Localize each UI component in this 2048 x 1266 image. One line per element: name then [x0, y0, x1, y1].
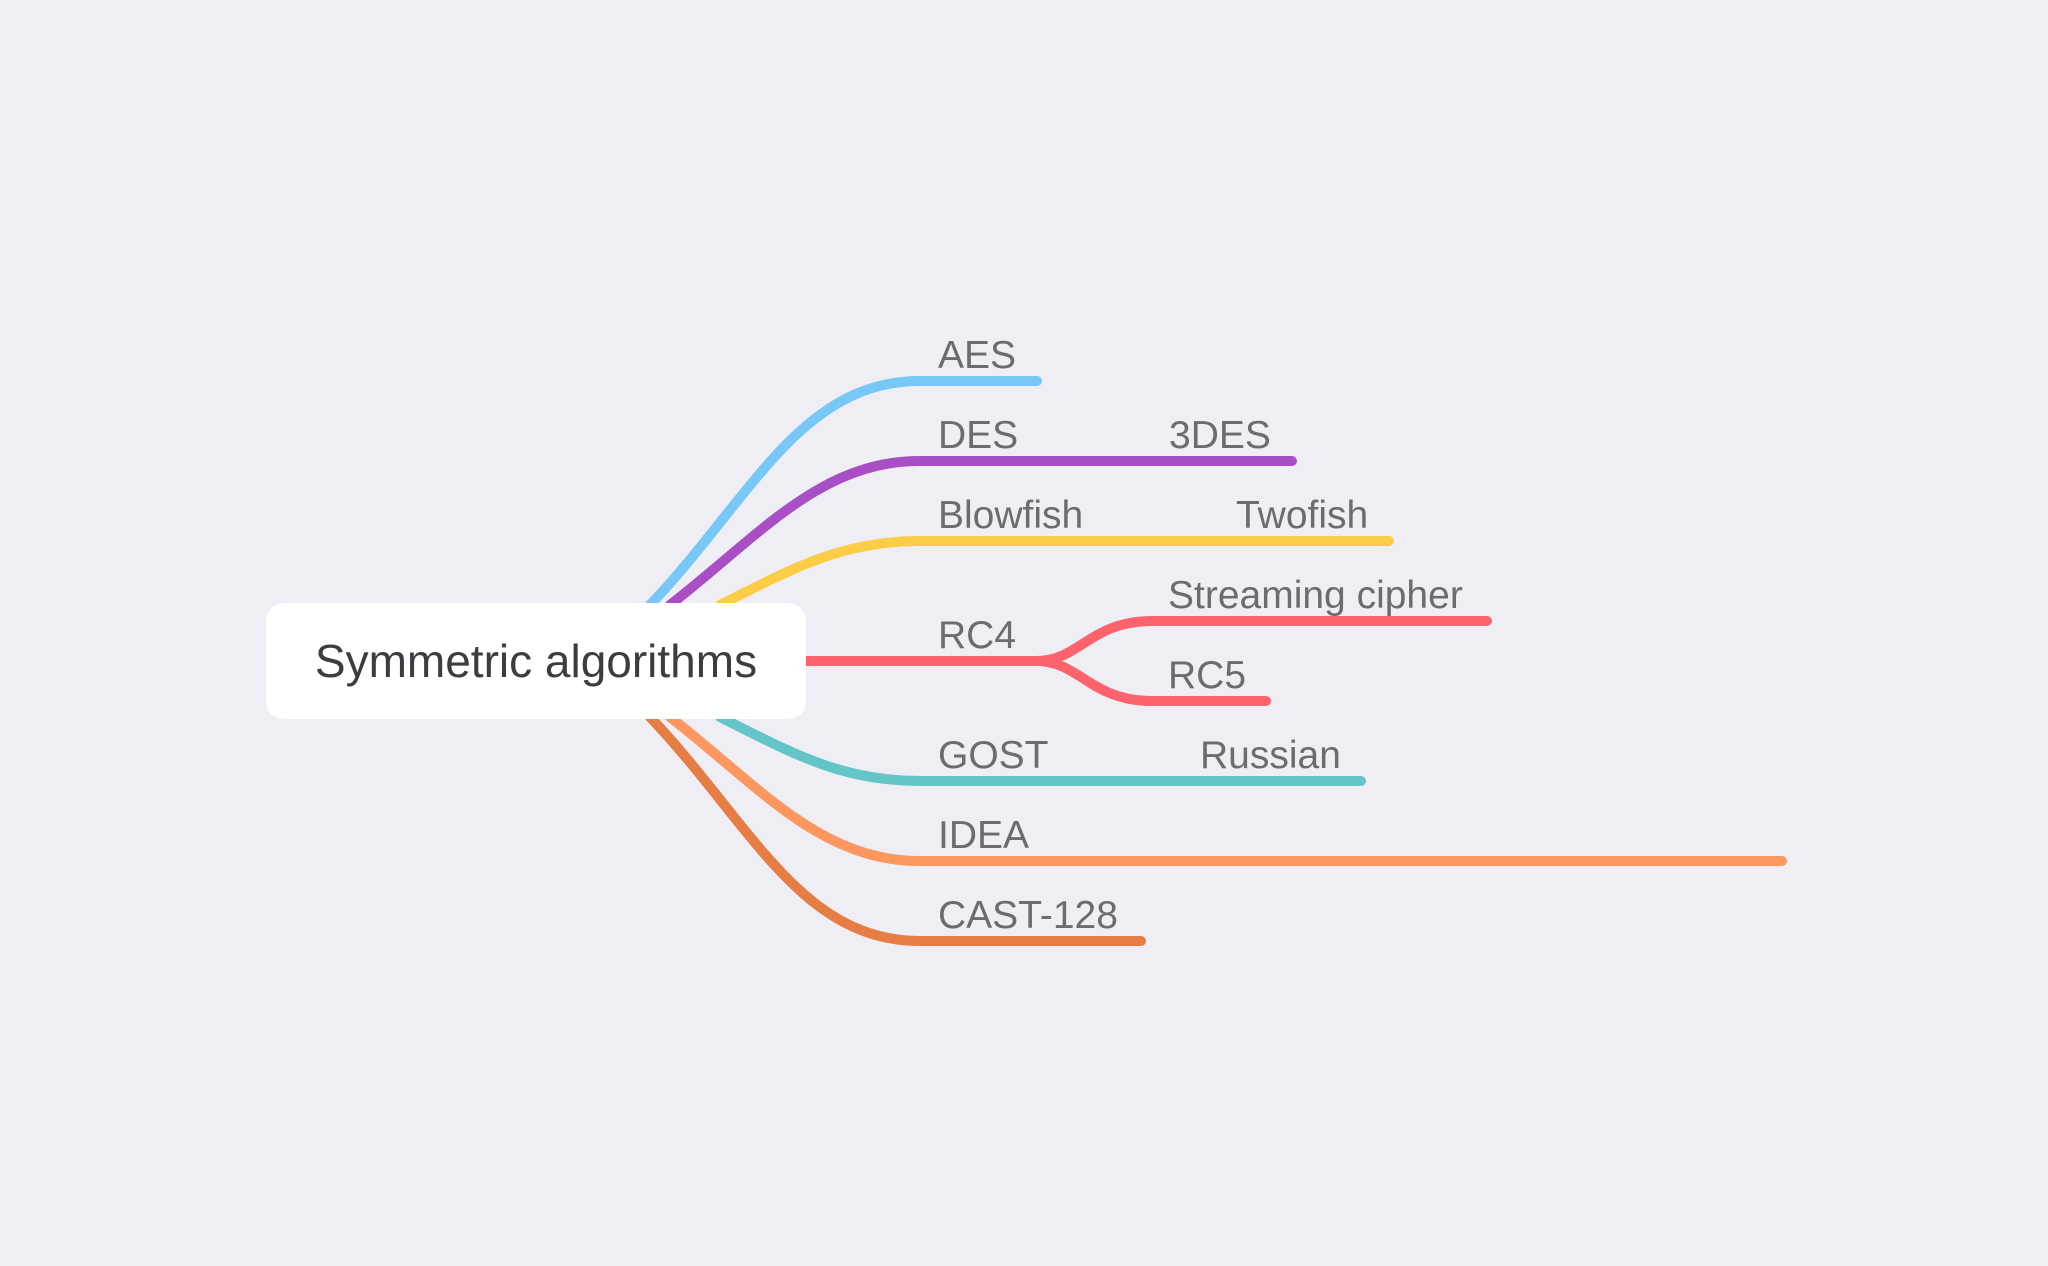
branch-label-idea[interactable]: IDEA — [938, 814, 1030, 857]
branch-label-blowfish[interactable]: Blowfish — [938, 494, 1084, 537]
connector-blowfish — [715, 536, 1394, 610]
root-node[interactable]: Symmetric algorithms — [266, 603, 806, 719]
connector-idea — [665, 712, 1787, 866]
branch-label-aes[interactable]: AES — [938, 334, 1017, 377]
child-label-3des[interactable]: 3DES — [1169, 414, 1271, 457]
branch-label-rc4[interactable]: RC4 — [938, 614, 1017, 657]
child-label-twofish[interactable]: Twofish — [1236, 494, 1369, 537]
branch-label-des[interactable]: DES — [938, 414, 1019, 457]
child-label-streaming-cipher[interactable]: Streaming cipher — [1168, 574, 1463, 617]
connector-gost — [715, 712, 1366, 786]
connector-aes — [645, 376, 1042, 610]
child-label-rc5[interactable]: RC5 — [1168, 654, 1247, 697]
connector-rc4-streaming-cipher — [1031, 616, 1492, 666]
child-label-russian[interactable]: Russian — [1200, 734, 1341, 777]
connector-cast-128 — [645, 712, 1146, 946]
connector-rc4-rc5 — [1031, 656, 1271, 706]
connector-des — [665, 456, 1297, 610]
branch-label-cast-128[interactable]: CAST-128 — [938, 894, 1118, 937]
root-node-label: Symmetric algorithms — [314, 635, 758, 687]
branch-label-gost[interactable]: GOST — [938, 734, 1049, 777]
